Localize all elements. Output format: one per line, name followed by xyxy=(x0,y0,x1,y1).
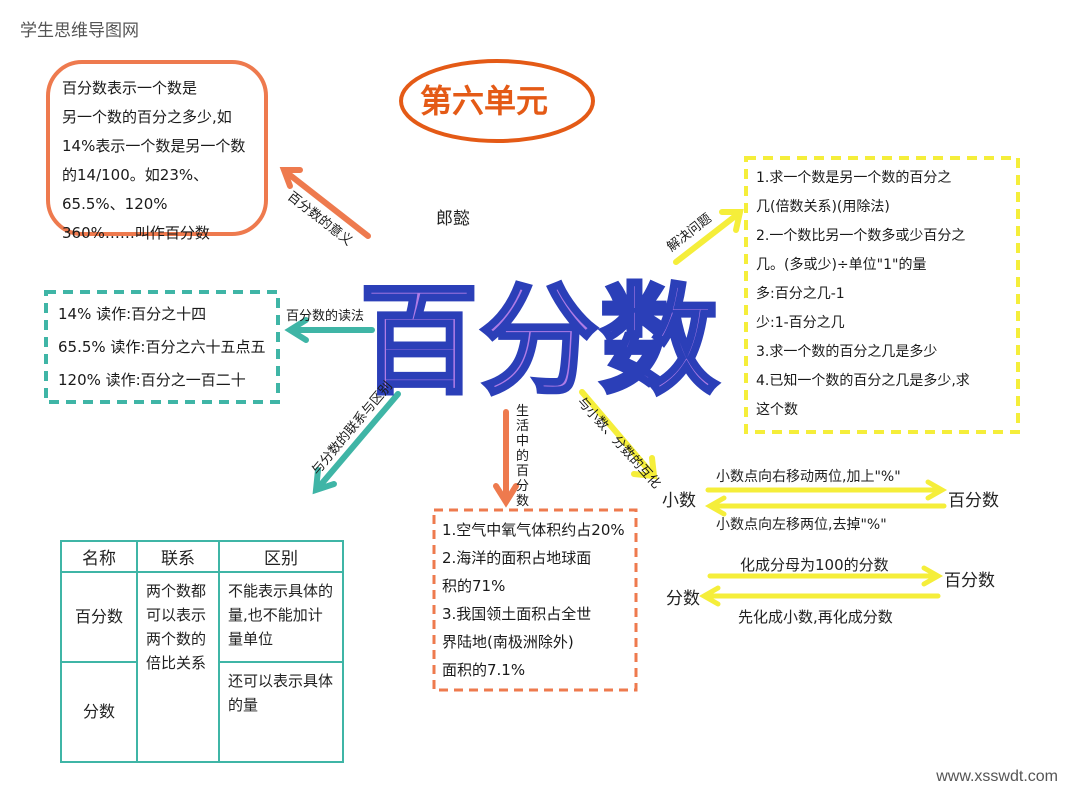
center-topic: 百分数 xyxy=(358,270,721,412)
table-header-name: 名称 xyxy=(60,540,138,573)
arrow-decimal xyxy=(579,389,658,480)
arrow-percent-to-fraction xyxy=(698,585,941,607)
life-text: 1.空气中氧气体积约占20% 2.海洋的面积占地球面 积的71% 3.我国领土面… xyxy=(442,521,625,679)
arrow-decimal-to-percent xyxy=(705,479,948,501)
problems-box xyxy=(744,156,1020,434)
arrow-life xyxy=(493,409,519,508)
relation-table: 名称 联系 区别 百分数 两个数都可以表示两个数的倍比关系 不能表示具体的量,也… xyxy=(60,540,344,763)
percent-to-fraction-rule: 先化成小数,再化成分数 xyxy=(738,608,893,626)
arrow-reading xyxy=(284,317,375,343)
author-name: 郎懿 xyxy=(436,209,470,229)
table-header-connection: 联系 xyxy=(136,540,220,573)
table-header-difference: 区别 xyxy=(218,540,344,573)
row-name-fraction: 分数 xyxy=(60,661,138,763)
meaning-cloud xyxy=(46,60,268,236)
fraction-percent-label: 百分数 xyxy=(944,571,995,591)
arrow-relation xyxy=(312,391,401,495)
decimal-percent-label: 百分数 xyxy=(948,491,999,511)
life-box xyxy=(432,508,638,692)
common-connection: 两个数都可以表示两个数的倍比关系 xyxy=(136,571,220,763)
unit-title: 第六单元 xyxy=(420,82,549,120)
fraction-label: 分数 xyxy=(666,589,700,609)
arrow-fraction-to-percent xyxy=(707,565,944,587)
percent-to-decimal-rule: 小数点向左移两位,去掉"%" xyxy=(716,517,887,533)
site-watermark-bottom: www.xsswdt.com xyxy=(936,768,1058,785)
difference-fraction: 还可以表示具体的量 xyxy=(218,661,344,763)
unit-title-oval xyxy=(399,59,595,143)
problems-text: 1.求一个数是另一个数的百分之 几(倍数关系)(用除法) 2.一个数比另一个数多… xyxy=(756,170,970,418)
reading-item: 120% 读作:百分之一百二十 xyxy=(58,371,246,389)
reading-list: 14% 读作:百分之十四 65.5% 读作:百分之六十五点五 120% 读作:百… xyxy=(58,298,274,397)
reading-branch-label: 百分数的读法 xyxy=(286,309,365,324)
meaning-text: 百分数表示一个数是 另一个数的百分之多少,如 14%表示一个数是另一个数 的14… xyxy=(62,79,246,242)
arrow-problems xyxy=(673,209,744,265)
site-watermark-top: 学生思维导图网 xyxy=(20,21,139,41)
reading-item: 65.5% 读作:百分之六十五点五 xyxy=(58,338,266,356)
difference-percent: 不能表示具体的量,也不能加计量单位 xyxy=(218,571,344,663)
fraction-to-percent-rule: 化成分母为100的分数 xyxy=(740,556,889,574)
reading-box xyxy=(44,290,280,404)
reading-item: 14% 读作:百分之十四 xyxy=(58,305,207,323)
decimal-label: 小数 xyxy=(662,491,696,511)
life-branch-label: 生活中的百分数 xyxy=(516,404,530,509)
arrow-percent-to-decimal xyxy=(704,495,947,517)
decimal-to-percent-rule: 小数点向右移动两位,加上"%" xyxy=(716,469,901,485)
arrow-meaning xyxy=(279,167,371,239)
row-name-percent: 百分数 xyxy=(60,571,138,663)
